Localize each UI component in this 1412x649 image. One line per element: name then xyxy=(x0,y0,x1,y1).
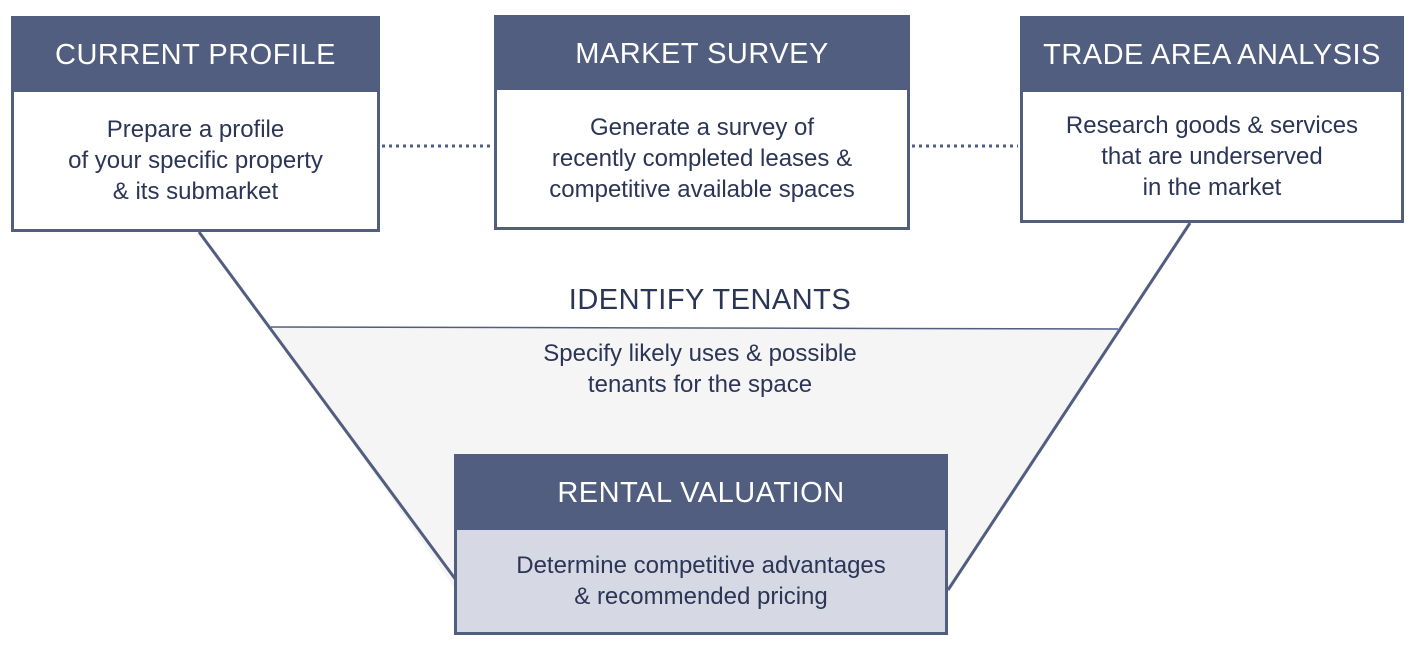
description-line: that are underserved xyxy=(1101,142,1323,170)
current-profile-card: CURRENT PROFILE Prepare a profile of you… xyxy=(11,16,380,232)
description-line: Research goods & services xyxy=(1065,111,1359,139)
funnel-top-line xyxy=(270,326,1119,330)
identify-tenants-title: IDENTIFY TENANTS xyxy=(568,284,852,316)
trade-area-analysis-card: TRADE AREA ANALYSIS Research goods & ser… xyxy=(1020,16,1404,223)
description-line: Prepare a profile xyxy=(106,116,285,143)
description-line: & its submarket xyxy=(112,178,279,205)
description-line: of your specific property xyxy=(68,147,323,174)
trade-area-analysis-description: Research goods & services that are under… xyxy=(1023,92,1401,220)
description-line: recently completed leases & xyxy=(551,145,853,172)
description-line: in the market xyxy=(1142,173,1282,201)
market-survey-description: Generate a survey of recently completed … xyxy=(497,90,907,227)
description-line: & recommended pricing xyxy=(574,583,828,610)
rental-valuation-title: RENTAL VALUATION xyxy=(457,457,945,530)
identify-tenants-description: Specify likely uses & possible tenants f… xyxy=(470,338,930,400)
description-line: Generate a survey of xyxy=(589,114,815,141)
description-line: Determine competitive advantages xyxy=(516,552,886,579)
funnel-left-line xyxy=(197,231,458,581)
market-survey-title: MARKET SURVEY xyxy=(497,18,907,90)
rental-valuation-card: RENTAL VALUATION Determine competitive a… xyxy=(454,454,948,635)
funnel-right-line xyxy=(946,222,1192,591)
current-profile-description: Prepare a profile of your specific prope… xyxy=(14,92,377,229)
description-line: competitive available spaces xyxy=(549,176,855,203)
market-survey-card: MARKET SURVEY Generate a survey of recen… xyxy=(494,15,910,230)
rental-valuation-description: Determine competitive advantages & recom… xyxy=(457,530,945,632)
description-line: tenants for the space xyxy=(587,371,813,398)
trade-area-analysis-title: TRADE AREA ANALYSIS xyxy=(1023,19,1401,92)
description-line: Specify likely uses & possible xyxy=(543,340,857,367)
current-profile-title: CURRENT PROFILE xyxy=(14,19,377,92)
